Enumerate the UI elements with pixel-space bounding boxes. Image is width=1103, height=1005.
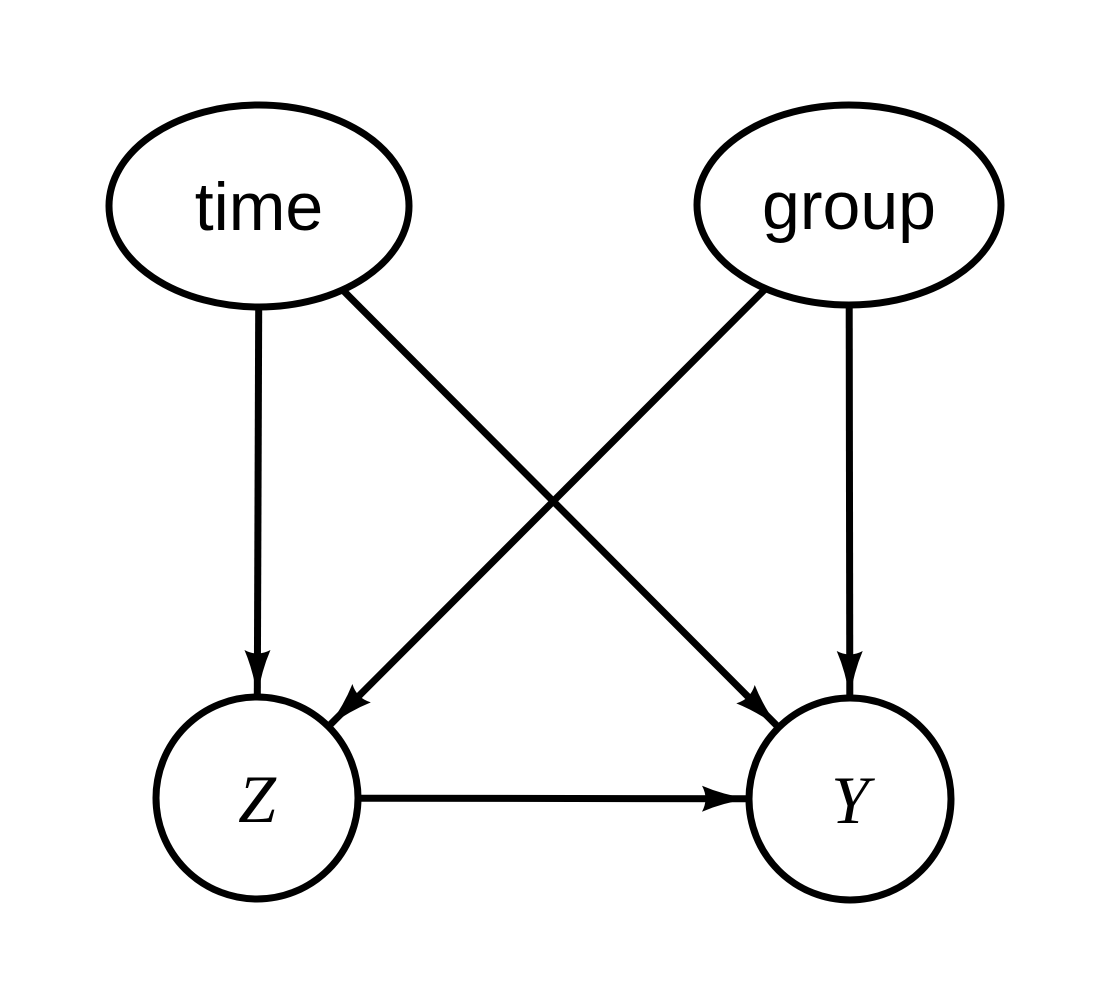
node-Z-label: Z bbox=[238, 761, 277, 837]
node-Y: Y bbox=[745, 694, 955, 904]
edge-group-to-Y-arrow bbox=[836, 304, 863, 699]
node-time: time bbox=[105, 101, 413, 311]
node-time-shape bbox=[105, 101, 413, 311]
node-Y-label: Y bbox=[831, 762, 875, 838]
edges-layer bbox=[244, 286, 863, 812]
node-Z-shape bbox=[152, 693, 362, 903]
node-Z: Z bbox=[152, 693, 362, 903]
edge-time-to-Y-arrow bbox=[340, 287, 782, 730]
node-time-label: time bbox=[195, 169, 323, 245]
edge-group-to-Z-arrow bbox=[325, 286, 769, 729]
node-Y-shape bbox=[745, 694, 955, 904]
node-group-label: group bbox=[762, 168, 936, 244]
edge-time-to-Z-arrow bbox=[244, 306, 271, 698]
edge-Z-to-Y-arrow bbox=[357, 785, 750, 812]
node-group: group bbox=[693, 101, 1005, 309]
node-group-shape bbox=[693, 101, 1005, 309]
